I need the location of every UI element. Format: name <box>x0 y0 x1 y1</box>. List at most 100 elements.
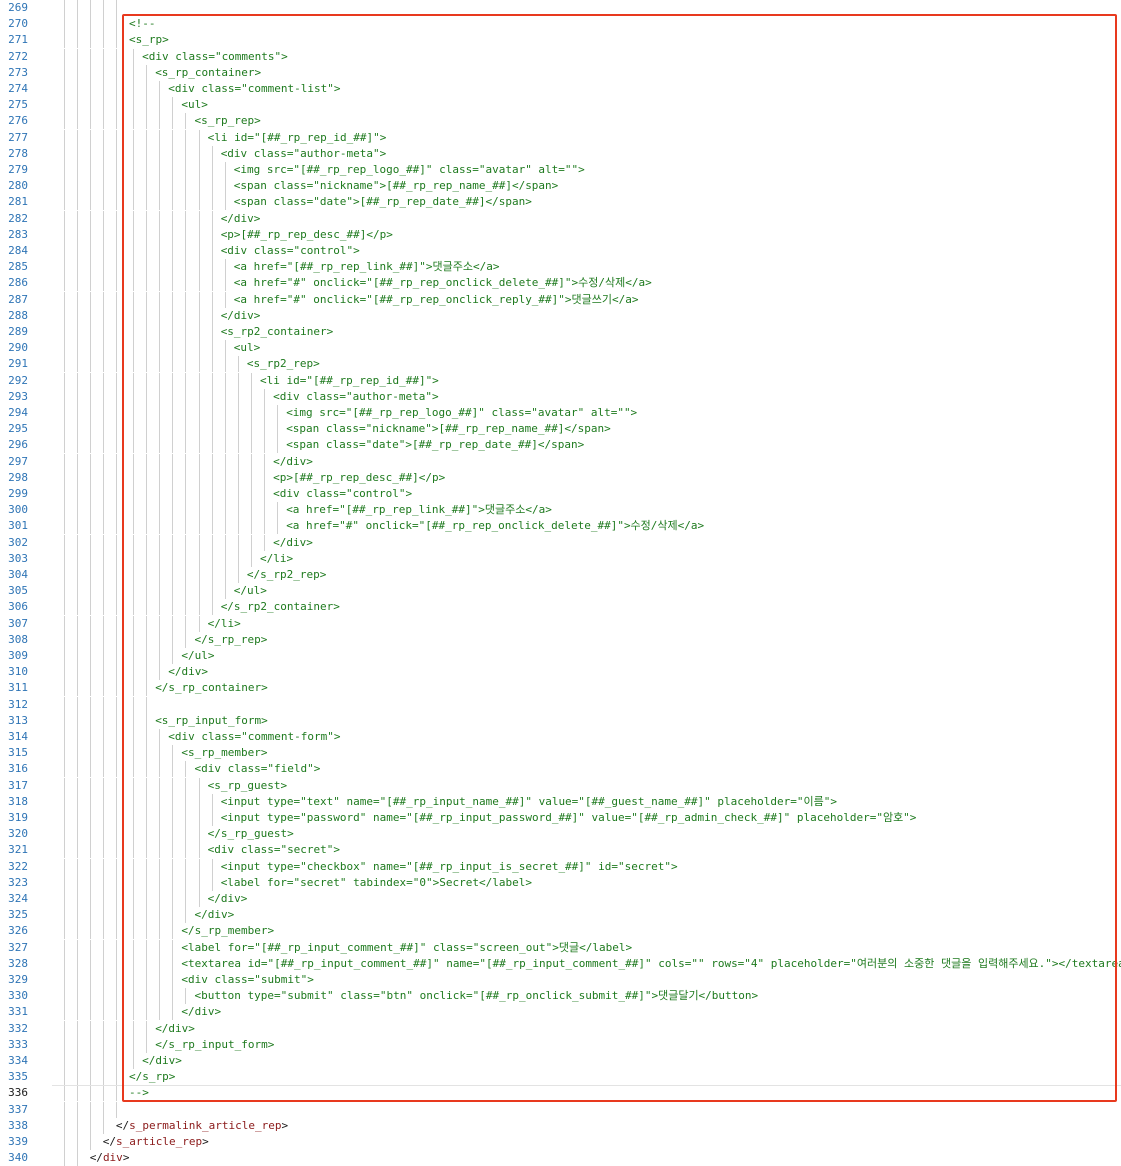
code-line[interactable]: 302</div> <box>0 534 1121 551</box>
code-line[interactable]: 295<span class="nickname">[##_rp_rep_nam… <box>0 421 1121 438</box>
code-line[interactable]: 270<!-- <box>0 16 1121 33</box>
code-line[interactable]: 315<s_rp_member> <box>0 745 1121 762</box>
code-line[interactable]: 297</div> <box>0 453 1121 470</box>
code-line[interactable]: 287<a href="#" onclick="[##_rp_rep_oncli… <box>0 291 1121 308</box>
indent-guide <box>133 777 134 794</box>
code-line[interactable]: 291<s_rp2_rep> <box>0 356 1121 373</box>
code-line[interactable]: 283<p>[##_rp_rep_desc_##]</p> <box>0 226 1121 243</box>
code-line[interactable]: 285<a href="[##_rp_rep_link_##]">댓글주소</a… <box>0 259 1121 276</box>
code-line[interactable]: 332</div> <box>0 1020 1121 1037</box>
code-line[interactable]: 329<div class="submit"> <box>0 972 1121 988</box>
code-line[interactable]: 339</s_article_rep> <box>0 1134 1121 1150</box>
code-line[interactable]: 307</li> <box>0 615 1121 632</box>
code-line[interactable]: 299<div class="control"> <box>0 486 1121 502</box>
indent-guide <box>185 583 187 600</box>
code-line[interactable]: 293<div class="author-meta"> <box>0 388 1121 405</box>
indent-guide <box>64 761 65 778</box>
code-line[interactable]: 330<button type="submit" class="btn" onc… <box>0 988 1121 1005</box>
code-line[interactable]: 304</s_rp2_rep> <box>0 567 1121 583</box>
code-line[interactable]: 272<div class="comments"> <box>0 48 1121 65</box>
indent-guide <box>133 307 134 324</box>
indent-guide <box>116 874 117 891</box>
code-line[interactable]: 281<span class="date">[##_rp_rep_date_##… <box>0 194 1121 211</box>
code-line[interactable]: 284<div class="control"> <box>0 243 1121 259</box>
code-line[interactable]: 310</div> <box>0 664 1121 681</box>
indent-guide <box>64 891 65 907</box>
indent-guide <box>77 761 78 778</box>
code-line[interactable]: 323<label for="secret" tabindex="0">Secr… <box>0 874 1121 891</box>
code-line[interactable]: 308</s_rp_rep> <box>0 631 1121 648</box>
indent-guide <box>116 388 117 405</box>
code-line[interactable]: 277<li id="[##_rp_rep_id_##]"> <box>0 129 1121 146</box>
code-line[interactable]: 316<div class="field"> <box>0 761 1121 778</box>
code-line[interactable]: 303</li> <box>0 550 1121 567</box>
indent-guide <box>146 923 148 940</box>
code-line[interactable]: 314<div class="comment-form"> <box>0 729 1121 745</box>
code-line[interactable]: 337 <box>0 1101 1121 1118</box>
code-line[interactable]: 279<img src="[##_rp_rep_logo_##]" class=… <box>0 162 1121 178</box>
code-line[interactable]: 320</s_rp_guest> <box>0 826 1121 843</box>
indent-guide <box>90 259 91 276</box>
code-line[interactable]: 313<s_rp_input_form> <box>0 712 1121 729</box>
code-line[interactable]: 340</div> <box>0 1150 1121 1166</box>
code-line[interactable]: 321<div class="secret"> <box>0 842 1121 859</box>
line-number: 292 <box>8 373 28 387</box>
code-line[interactable]: 274<div class="comment-list"> <box>0 81 1121 97</box>
indent-guide <box>211 874 213 891</box>
code-line[interactable]: 286<a href="#" onclick="[##_rp_rep_oncli… <box>0 275 1121 292</box>
code-line[interactable]: 317<s_rp_guest> <box>0 777 1121 794</box>
code-text: <img src="[##_rp_rep_logo_##]" class="av… <box>286 406 638 419</box>
indent-guide <box>90 712 91 729</box>
code-line[interactable]: 318<input type="text" name="[##_rp_input… <box>0 793 1121 810</box>
indent-guide <box>159 275 161 292</box>
line-number: 291 <box>8 357 28 371</box>
indent-guide <box>133 437 134 454</box>
code-line[interactable]: 294<img src="[##_rp_rep_logo_##]" class=… <box>0 405 1121 421</box>
indent-guide <box>185 307 187 324</box>
code-line[interactable]: 269 <box>0 0 1121 16</box>
code-line[interactable]: 322<input type="checkbox" name="[##_rp_i… <box>0 858 1121 875</box>
code-line[interactable]: 312 <box>0 696 1121 713</box>
code-line[interactable]: 338</s_permalink_article_rep> <box>0 1117 1121 1134</box>
indent-guide <box>133 729 134 745</box>
code-line[interactable]: 271<s_rp> <box>0 32 1121 49</box>
code-line[interactable]: 298<p>[##_rp_rep_desc_##]</p> <box>0 469 1121 486</box>
code-line[interactable]: 327<label for="[##_rp_input_comment_##]"… <box>0 939 1121 956</box>
code-line[interactable]: 336--> <box>0 1085 1121 1102</box>
code-line[interactable]: 276<s_rp_rep> <box>0 113 1121 130</box>
indent-guide <box>77 0 78 16</box>
code-line[interactable]: 278<div class="author-meta"> <box>0 145 1121 162</box>
code-line[interactable]: 275<ul> <box>0 97 1121 114</box>
indent-guide <box>146 421 148 438</box>
code-line[interactable]: 280<span class="nickname">[##_rp_rep_nam… <box>0 178 1121 195</box>
code-line[interactable]: 290<ul> <box>0 340 1121 357</box>
code-line[interactable]: 328<textarea id="[##_rp_input_comment_##… <box>0 955 1121 972</box>
code-line[interactable]: 325</div> <box>0 907 1121 924</box>
indent-guide <box>116 356 117 373</box>
code-line[interactable]: 273<s_rp_container> <box>0 64 1121 81</box>
code-line[interactable]: 300<a href="[##_rp_rep_link_##]">댓글주소</a… <box>0 502 1121 519</box>
code-line[interactable]: 333</s_rp_input_form> <box>0 1036 1121 1053</box>
code-line[interactable]: 301<a href="#" onclick="[##_rp_rep_oncli… <box>0 518 1121 535</box>
code-line[interactable]: 324</div> <box>0 891 1121 907</box>
indent-guide <box>159 194 161 211</box>
code-line[interactable]: 311</s_rp_container> <box>0 680 1121 697</box>
code-line[interactable]: 282</div> <box>0 210 1121 227</box>
indent-guide <box>103 534 104 551</box>
code-line[interactable]: 309</ul> <box>0 648 1121 664</box>
code-line[interactable]: 289<s_rp2_container> <box>0 324 1121 340</box>
code-line[interactable]: 331</div> <box>0 1004 1121 1021</box>
code-line[interactable]: 334</div> <box>0 1053 1121 1069</box>
code-line[interactable]: 292<li id="[##_rp_rep_id_##]"> <box>0 372 1121 389</box>
code-line[interactable]: 326</s_rp_member> <box>0 923 1121 940</box>
indent-guide <box>77 1004 78 1021</box>
code-line[interactable]: 288</div> <box>0 307 1121 324</box>
code-line[interactable]: 305</ul> <box>0 583 1121 600</box>
code-line[interactable]: 296<span class="date">[##_rp_rep_date_##… <box>0 437 1121 454</box>
line-number: 306 <box>8 600 28 614</box>
indent-guide <box>103 777 104 794</box>
code-line[interactable]: 306</s_rp2_container> <box>0 599 1121 616</box>
code-line[interactable]: 319<input type="password" name="[##_rp_i… <box>0 810 1121 826</box>
code-line[interactable]: 335</s_rp> <box>0 1069 1121 1086</box>
